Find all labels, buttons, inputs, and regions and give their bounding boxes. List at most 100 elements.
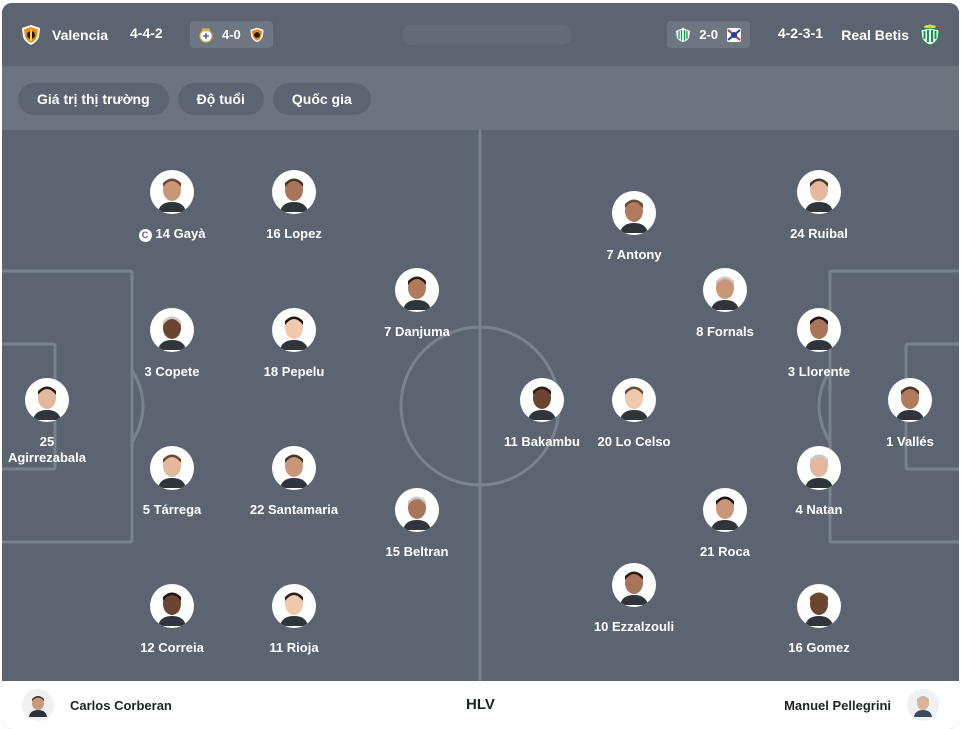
player-label: 1 Vallés <box>845 434 959 450</box>
player-name: Antony <box>616 247 662 262</box>
away-team[interactable]: Real Betis <box>841 3 941 67</box>
player-face-icon <box>805 592 833 626</box>
captain-icon: C <box>138 228 152 242</box>
player-away[interactable]: 10 Ezzalzouli <box>569 563 699 635</box>
player-number: 15 <box>385 544 401 559</box>
player-face-icon <box>158 454 186 488</box>
player-face-icon <box>280 316 308 350</box>
player-avatar <box>797 446 841 490</box>
home-coach[interactable]: Carlos Corberan <box>22 681 172 729</box>
player-number: 8 <box>696 324 704 339</box>
player-home[interactable]: 5 Tárrega <box>107 446 237 518</box>
player-away[interactable]: 8 Fornals <box>660 268 790 340</box>
home-last-result[interactable]: 4-0 <box>190 21 273 48</box>
filter-nationality[interactable]: Quốc gia <box>272 82 371 115</box>
player-name: Pepelu <box>281 364 325 379</box>
player-name: Tárrega <box>153 502 202 517</box>
betis-crest-icon <box>676 27 691 42</box>
player-face-icon <box>403 276 431 310</box>
player-away[interactable]: 24 Ruibal <box>754 170 884 242</box>
player-face-icon <box>33 386 61 420</box>
home-formation: 4-4-2 <box>130 25 163 41</box>
player-name: Lo Celso <box>615 434 671 449</box>
player-avatar <box>612 191 656 235</box>
filter-market-value[interactable]: Giá trị thị trường <box>18 82 169 115</box>
away-coach[interactable]: Manuel Pellegrini <box>784 681 939 729</box>
player-home[interactable]: 22 Santamaria <box>229 446 359 518</box>
player-number: 11 <box>269 640 284 655</box>
player-home[interactable]: 18 Pepelu <box>229 308 359 380</box>
player-number: 7 <box>606 247 614 262</box>
player-avatar <box>703 488 747 532</box>
player-face-icon <box>528 386 556 420</box>
player-label: 16 Gomez <box>754 640 884 656</box>
player-face-icon <box>620 571 648 605</box>
player-label: 20 Lo Celso <box>569 434 699 450</box>
player-home[interactable]: 16 Lopez <box>229 170 359 242</box>
player-number: 21 <box>700 544 715 559</box>
player-label: 5 Tárrega <box>107 502 237 518</box>
filter-age[interactable]: Độ tuổi <box>177 82 264 115</box>
away-team-name: Real Betis <box>841 27 909 43</box>
home-last-score: 4-0 <box>222 27 241 42</box>
player-label: 11 Rioja <box>229 640 359 656</box>
coach-avatar <box>907 689 939 721</box>
betis-crest-icon <box>920 24 940 46</box>
player-avatar <box>272 170 316 214</box>
real-madrid-crest-icon <box>199 28 213 43</box>
player-face-icon <box>158 592 186 626</box>
player-number: 7 <box>384 324 392 339</box>
player-face-icon <box>805 454 833 488</box>
player-face-icon <box>280 454 308 488</box>
player-avatar <box>520 378 564 422</box>
player-face-icon <box>403 496 431 530</box>
player-avatar <box>150 170 194 214</box>
player-away[interactable]: 4 Natan <box>754 446 884 518</box>
player-away[interactable]: 20 Lo Celso <box>569 378 699 450</box>
player-avatar <box>272 584 316 628</box>
player-label: 3 Llorente <box>754 364 884 380</box>
player-number: 3 <box>787 364 796 379</box>
player-avatar <box>797 170 841 214</box>
player-number: 16 <box>266 226 281 241</box>
player-home[interactable]: 11 Rioja <box>229 584 359 656</box>
player-avatar <box>272 308 316 352</box>
player-name: Gomez <box>806 640 850 655</box>
player-number: 1 <box>886 434 894 449</box>
player-number: 22 <box>249 502 265 517</box>
player-number: 3 <box>144 364 152 379</box>
player-away[interactable]: 1 Vallés <box>845 378 959 450</box>
player-home[interactable]: 12 Correia <box>107 584 237 656</box>
player-number: 5 <box>142 502 150 517</box>
player-number: 11 <box>504 434 518 449</box>
player-away[interactable]: 16 Gomez <box>754 584 884 656</box>
player-avatar <box>150 584 194 628</box>
filter-bar: Giá trị thị trường Độ tuổi Quốc gia <box>2 67 959 130</box>
player-avatar <box>703 268 747 312</box>
home-team-name: Valencia <box>52 27 109 43</box>
player-face-icon <box>158 316 186 350</box>
player-away[interactable]: 3 Llorente <box>754 308 884 380</box>
home-team[interactable]: Valencia <box>20 3 108 67</box>
player-away[interactable]: 7 Antony <box>569 191 699 263</box>
player-home[interactable]: 7 Danjuma <box>352 268 482 340</box>
player-label: 11 Bakambu <box>477 434 607 450</box>
away-last-result[interactable]: 2-0 <box>667 21 750 48</box>
player-avatar <box>395 268 439 312</box>
player-away[interactable]: 21 Roca <box>660 488 790 560</box>
player-home[interactable]: 3 Copete <box>107 308 237 380</box>
player-face-icon <box>805 316 833 350</box>
player-face-icon <box>896 386 924 420</box>
coaches-footer: Carlos Corberan HLV Manuel Pellegrini <box>2 681 959 729</box>
player-away[interactable]: 11 Bakambu <box>477 378 607 450</box>
player-label: 4 Natan <box>754 502 884 518</box>
player-avatar <box>797 584 841 628</box>
player-number: 25 <box>39 434 55 449</box>
player-avatar <box>150 308 194 352</box>
player-label: 7 Danjuma <box>352 324 482 340</box>
player-home[interactable]: 15 Beltran <box>352 488 482 560</box>
